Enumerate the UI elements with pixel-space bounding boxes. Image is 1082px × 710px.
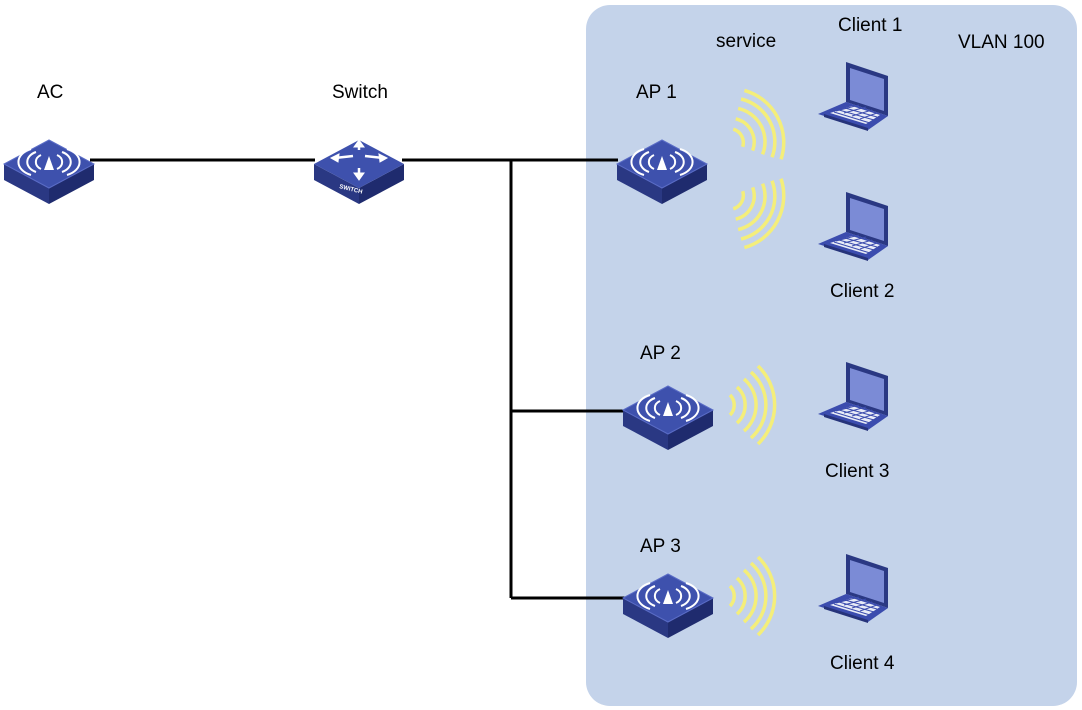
links [90, 158, 625, 600]
ap2-label: AP 2 [640, 343, 681, 364]
ap3-label: AP 3 [640, 536, 681, 557]
client-2-label: Client 2 [830, 281, 894, 302]
wireless-ac-icon [3, 139, 95, 205]
ac-label: AC [37, 82, 63, 103]
service-label: service [716, 31, 776, 52]
vlan-label: VLAN 100 [958, 32, 1045, 53]
ac-device[interactable] [3, 139, 95, 205]
switch-icon: SWITCH [314, 139, 404, 204]
switch-badge: SWITCH [339, 184, 363, 196]
vlan-100-area [586, 5, 1077, 706]
switch-label: Switch [332, 82, 388, 103]
ap1-label: AP 1 [636, 82, 677, 103]
client-4-label: Client 4 [830, 653, 895, 674]
client-1-label: Client 1 [838, 15, 902, 36]
switch-device[interactable]: SWITCH [314, 139, 404, 204]
client-3-label: Client 3 [825, 461, 889, 482]
